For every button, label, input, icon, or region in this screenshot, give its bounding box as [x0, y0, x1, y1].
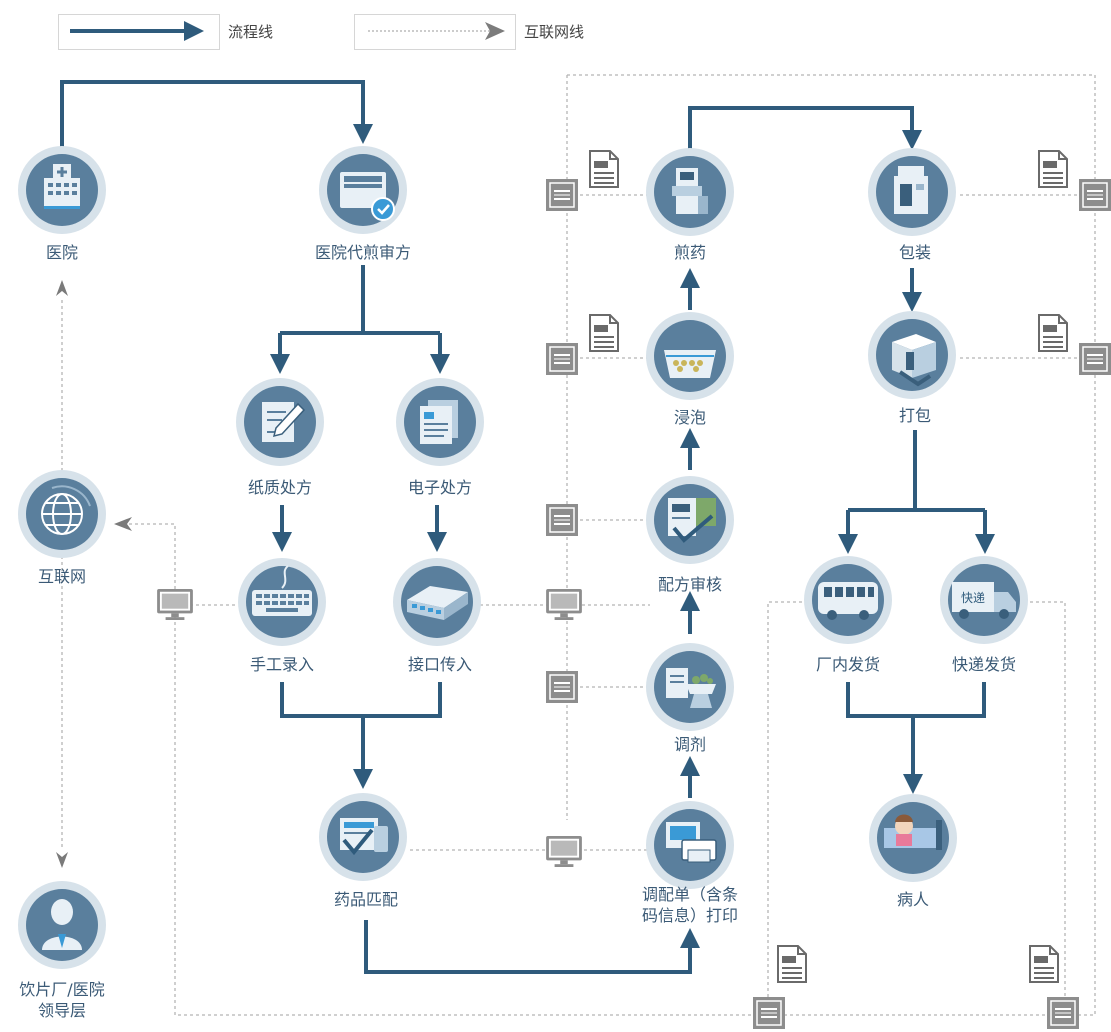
monitor-icon [546, 835, 582, 867]
drug-match-node: 药品匹配 [319, 793, 407, 909]
legend-internet-arrowhead [485, 22, 505, 40]
packaging-machine-icon [894, 166, 928, 214]
barcode-scanner-icon [545, 342, 579, 376]
document-stack-icon [420, 400, 458, 444]
person-icon [42, 899, 82, 950]
interface-input-label: 接口传入 [408, 655, 472, 674]
decoction-machine-icon [672, 168, 708, 214]
factory-ship-node: 厂内发货 [804, 556, 892, 674]
paper-rx-node: 纸质处方 [236, 378, 324, 497]
keyboard-icon [252, 565, 312, 616]
arrow-to-hospital [56, 280, 68, 296]
barcode-scanner-icon [1078, 342, 1111, 376]
recipe-check-icon [668, 498, 716, 543]
barcode-scanner-icon [1078, 178, 1111, 212]
e-rx-label: 电子处方 [408, 478, 472, 497]
document-icon [776, 944, 808, 984]
paper-rx-label: 纸质处方 [248, 478, 312, 497]
patient-label: 病人 [897, 890, 929, 909]
printer-icon [666, 822, 717, 863]
monitor-icon [157, 588, 193, 620]
pack-node: 打包 [868, 311, 956, 425]
paper-pen-icon [262, 402, 306, 442]
leader-label-line2: 领导层 [38, 1001, 86, 1020]
print-slip-label-line2: 码信息）打印 [642, 906, 738, 925]
barcode-scanner-icon [1046, 996, 1080, 1030]
e-rx-node: 电子处方 [396, 378, 484, 497]
manual-input-label: 手工录入 [250, 655, 314, 674]
soak-label: 浸泡 [674, 408, 706, 427]
pack-label: 打包 [899, 406, 931, 425]
document-icon [1028, 944, 1060, 984]
internet-label: 互联网 [38, 567, 86, 586]
recipe-review-label: 配方审核 [658, 575, 722, 594]
hospital-label: 医院 [46, 243, 78, 262]
barcode-scanner-icon [752, 996, 786, 1030]
arrow-to-internet [114, 517, 132, 531]
decoct-node: 煎药 [646, 148, 734, 262]
legend-internet-box [354, 14, 516, 50]
screen-check-icon [340, 818, 388, 856]
document-icon [588, 313, 620, 353]
interface-input-node: 接口传入 [393, 558, 481, 674]
leader-node: 饮片厂/医院 领导层 [18, 881, 106, 1020]
document-icon [1037, 149, 1069, 189]
print-slip-node: 调配单（含条 码信息）打印 [642, 801, 738, 925]
factory-ship-label: 厂内发货 [816, 655, 880, 674]
soak-node: 浸泡 [646, 312, 734, 427]
package-node: 包装 [868, 148, 956, 262]
manual-input-node: 手工录入 [238, 558, 326, 674]
flow-lines [60, 80, 995, 974]
legend-flow-label: 流程线 [228, 23, 274, 41]
hospital-review-node: 医院代煎审方 [315, 146, 411, 262]
patient-node: 病人 [869, 794, 957, 909]
hospital-node: 医院 [18, 146, 106, 262]
leader-label-line1: 饮片厂/医院 [19, 980, 104, 999]
hospital-review-label: 医院代煎审方 [315, 243, 411, 262]
document-icon [588, 149, 620, 189]
package-label: 包装 [899, 243, 931, 262]
document-icon [1037, 313, 1069, 353]
network-switch-icon [407, 586, 468, 620]
patient-in-bed-icon [884, 814, 942, 850]
folder-check-icon [340, 172, 395, 221]
internet-node: 互联网 [18, 470, 106, 586]
bus-icon [818, 582, 878, 620]
box-taping-icon [892, 334, 936, 387]
barcode-scanner-icon [545, 178, 579, 212]
express-ship-label: 快递发货 [952, 655, 1016, 674]
soaking-basin-icon [664, 350, 716, 378]
dispense-label: 调剂 [674, 735, 706, 754]
print-slip-label-line1: 调配单（含条 [642, 885, 738, 904]
express-ship-node: 快递 快递发货 [940, 556, 1028, 674]
globe-icon [41, 485, 91, 535]
hospital-icon [44, 164, 80, 209]
dispense-node: 调剂 [646, 643, 734, 754]
truck-icon: 快递 [952, 582, 1016, 619]
truck-icon-label: 快递 [961, 591, 985, 605]
barcode-scanner-icon [545, 670, 579, 704]
recipe-review-node: 配方审核 [646, 476, 734, 594]
arrow-to-leader [56, 852, 68, 868]
barcode-scanner-icon [545, 503, 579, 537]
legend-internet-label: 互联网线 [524, 23, 585, 41]
decoct-label: 煎药 [674, 243, 706, 262]
monitor-icon [546, 588, 582, 620]
scale-icon [666, 668, 716, 708]
drug-match-label: 药品匹配 [334, 890, 398, 909]
